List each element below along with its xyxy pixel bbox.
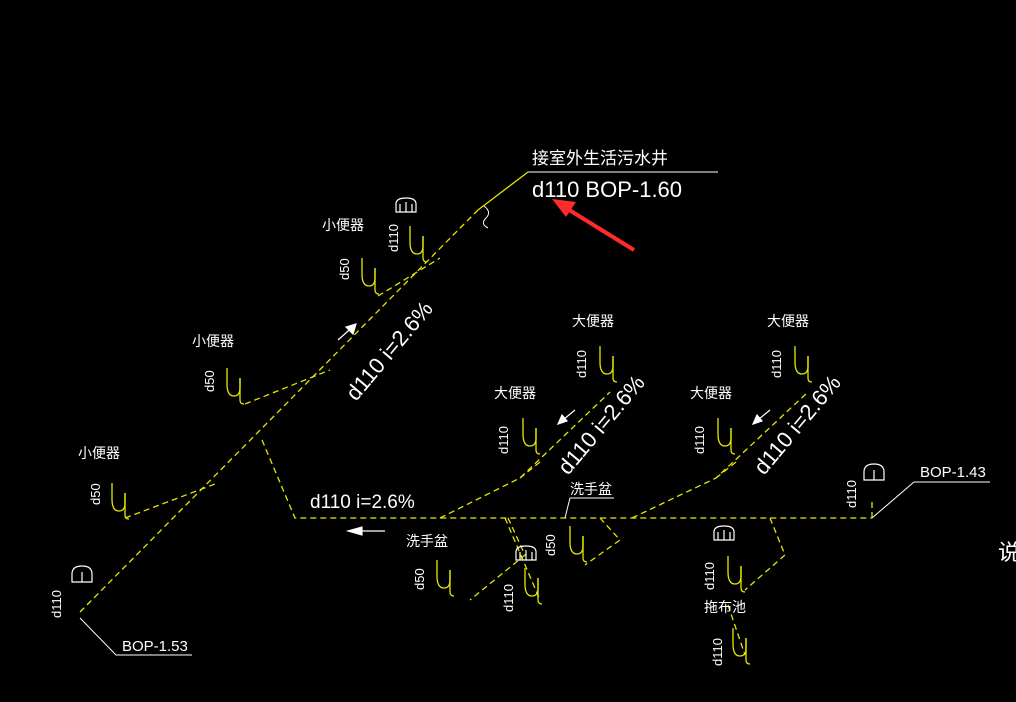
left-level-leader [79, 617, 192, 656]
pipe-size-label: d110 [844, 480, 859, 508]
right-level-label: BOP-1.43 [920, 464, 986, 481]
pipe-size-label: d50 [88, 483, 103, 505]
edge-character: 说 [998, 540, 1016, 565]
pipe-size-label: d110 [501, 584, 516, 612]
leader-lines [79, 171, 990, 656]
toilet-label-1: 大便器 [572, 313, 614, 329]
pipe-size-label: d110 [496, 426, 511, 454]
outlet-label: 接室外生活污水井 [532, 149, 668, 168]
toilet-branch-1 [439, 391, 611, 519]
right-level-leader [871, 481, 990, 519]
pipe-network [79, 171, 873, 656]
outlet-spec: d110 BOP-1.60 [532, 177, 682, 202]
cleanout-icon [863, 463, 885, 481]
washbasin-label-1: 洗手盆 [570, 481, 612, 497]
flow-arrows [337, 323, 771, 536]
main-diagonal-pipe [79, 209, 479, 613]
drain-branch-1 [504, 517, 541, 601]
pipe-size-label: d50 [337, 258, 352, 280]
floor-drain-icon [713, 525, 735, 541]
pipe-size-label: d50 [412, 568, 427, 590]
pipe-size-label: d110 [710, 638, 725, 666]
left-level-label: BOP-1.53 [122, 638, 188, 655]
mop-sink-label: 拖布池 [704, 599, 746, 615]
mop-branch [744, 517, 786, 591]
outlet-pipe [477, 171, 529, 211]
floor-drain-icon [515, 545, 537, 561]
urinal-branch-mid [244, 369, 331, 405]
toilet-label-3: 大便器 [767, 313, 809, 329]
urinal-branch-upper [377, 257, 441, 297]
toilet-label-2: 大便器 [494, 385, 536, 401]
pipe-size-label: d110 [574, 350, 589, 378]
urinal-label-2: 小便器 [192, 333, 234, 349]
urinal-label-1: 小便器 [322, 217, 364, 233]
pipe-size-label: d110 [692, 426, 707, 454]
floor-drain-icon [395, 197, 417, 213]
flow-arrow-icon [345, 526, 385, 536]
flow-arrow-icon [337, 323, 357, 341]
pipe-size-label: d50 [543, 534, 558, 556]
urinal-label-3: 小便器 [78, 445, 120, 461]
toilet-sub-1 [519, 461, 541, 479]
urinal-branch-low [124, 483, 216, 519]
pipe-size-label: d110 [386, 224, 401, 252]
horizontal-main-pipe [261, 439, 872, 519]
toilet-label-4: 大便器 [690, 385, 732, 401]
toilet-sub-2 [715, 461, 737, 479]
fixture-symbols [71, 197, 885, 583]
pipe-size-label: d50 [202, 370, 217, 392]
main-slope-label: d110 i=2.6% [310, 492, 415, 513]
cleanout-icon [71, 565, 93, 583]
break-icon [482, 205, 490, 229]
washbasin-branch [469, 517, 526, 601]
pipe-size-label: d110 [49, 590, 64, 618]
washbasin-label-2: 洗手盆 [406, 533, 448, 549]
flow-arrow-icon [751, 409, 771, 425]
pipe-size-label: d110 [702, 562, 717, 590]
flow-arrow-icon [556, 409, 576, 425]
drain-branch-2 [727, 604, 746, 656]
pipe-size-label: d110 [769, 350, 784, 378]
red-arrow-icon [552, 199, 636, 252]
washbasin-label-leader [564, 497, 571, 519]
